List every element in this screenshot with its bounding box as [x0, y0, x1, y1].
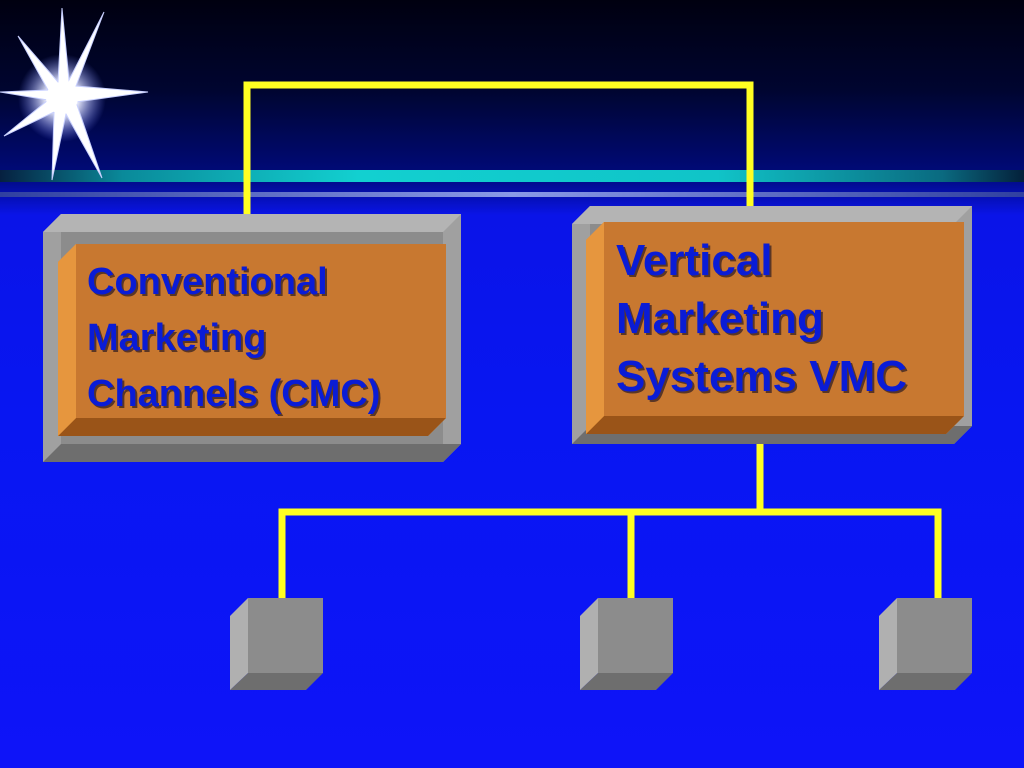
accent-stripe-thin — [0, 192, 1024, 197]
child-box-3 — [879, 598, 972, 690]
cmc-box — [43, 214, 461, 462]
vmc-label: Vertical Marketing Systems VMC — [616, 232, 907, 406]
child-box-2 — [580, 598, 673, 690]
accent-stripe — [0, 170, 1024, 182]
vmc-label-line-3: Systems VMC — [616, 352, 908, 401]
vmc-label-line-1: Vertical — [616, 236, 773, 285]
cmc-label-line-3: Channels (CMC) — [87, 373, 381, 415]
cmc-label: Conventional Marketing Channels (CMC) — [87, 254, 380, 422]
sparkle-star-icon — [0, 7, 149, 181]
connector-lines — [243, 81, 942, 604]
cmc-label-line-1: Conventional — [87, 261, 328, 303]
cmc-label-line-2: Marketing — [87, 317, 267, 359]
child-box-1 — [230, 598, 323, 690]
connector-cmc-vmc — [243, 81, 754, 219]
vmc-label-line-2: Marketing — [616, 294, 824, 343]
vmc-box — [572, 206, 972, 444]
